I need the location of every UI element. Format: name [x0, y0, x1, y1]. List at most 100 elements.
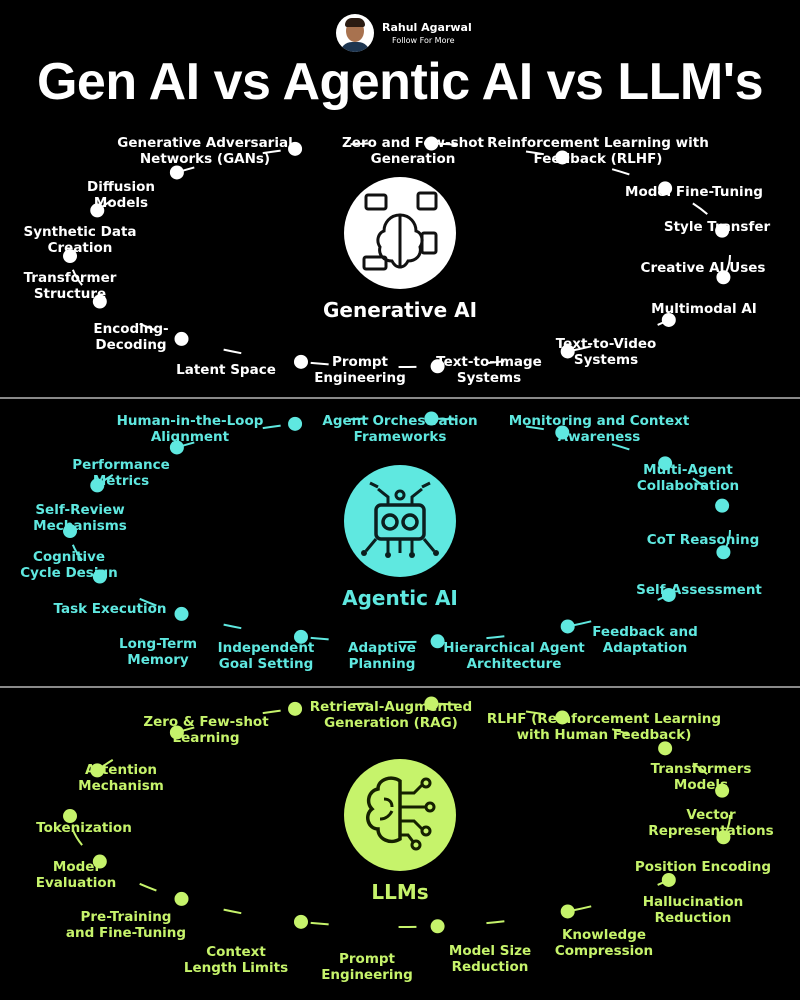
node-dot — [430, 359, 445, 374]
agentic-ai-connector — [69, 417, 731, 643]
llms-item: Transformers Models — [650, 761, 752, 793]
brain-media-icon — [344, 177, 456, 289]
robot-circuit-icon — [344, 465, 456, 577]
llms-item: RLHF (Reinforcement Learning with Human … — [486, 711, 722, 743]
node-dot — [174, 606, 189, 621]
node-dot — [63, 809, 78, 824]
author-name: Rahul Agarwal — [382, 20, 472, 34]
node-dot — [63, 249, 78, 264]
node-dot — [715, 223, 730, 238]
node-dot — [293, 629, 308, 644]
agentic-ai-item: CoT Reasoning — [646, 532, 760, 548]
node-dot — [174, 891, 189, 906]
generative-ai-item: Prompt Engineering — [314, 354, 406, 386]
node-dot — [63, 524, 78, 539]
node-dot — [90, 478, 105, 493]
llms-item: Retrieval-Augmented Generation (RAG) — [309, 699, 473, 731]
node-dot — [174, 331, 189, 346]
node-dot — [555, 425, 570, 440]
author-card: Rahul Agarwal Follow For More — [336, 14, 472, 52]
generative-ai-title: Generative AI — [322, 298, 478, 322]
agentic-ai-item: Self-Assessment — [636, 582, 762, 598]
node-dot — [658, 741, 673, 756]
llms-title: LLMs — [371, 880, 429, 904]
node-dot — [430, 634, 445, 649]
generative-ai-item: Style Transfer — [663, 219, 771, 235]
author-subtitle: Follow For More — [392, 35, 455, 45]
node-dot — [293, 354, 308, 369]
generative-ai-item: Zero and Few-shot Generation — [342, 135, 484, 167]
llms-item: Position Encoding — [634, 859, 772, 875]
node-dot — [424, 136, 439, 151]
generative-ai-item: Synthetic Data Creation — [23, 224, 137, 256]
node-dot — [424, 411, 439, 426]
section-divider — [0, 686, 800, 688]
agentic-ai-item: Monitoring and Context Awareness — [508, 413, 690, 445]
agentic-ai-item: Cognitive Cycle Design — [20, 549, 118, 581]
agentic-ai-title: Agentic AI — [342, 586, 458, 610]
generative-ai-item: Encoding- Decoding — [93, 321, 169, 353]
llms-item: Tokenization — [36, 820, 132, 836]
agentic-ai-item: Performance Metrics — [72, 457, 170, 489]
node-dot — [92, 854, 107, 869]
llms-item: Model Evaluation — [35, 859, 117, 891]
generative-ai-item: Text-to-Image Systems — [436, 354, 542, 386]
node-dot — [715, 498, 730, 513]
generative-ai-item: Text-to-Video Systems — [555, 336, 657, 368]
node-dot — [169, 165, 184, 180]
node-dot — [560, 344, 575, 359]
agentic-ai-item: Agent Orchestration Frameworks — [322, 413, 478, 445]
llms-item: Vector Representations — [648, 807, 774, 839]
node-dot — [169, 725, 184, 740]
node-dot — [555, 710, 570, 725]
llms-connector — [69, 702, 731, 928]
avatar — [336, 14, 374, 52]
node-dot — [661, 312, 676, 327]
agentic-ai-item: Hierarchical Agent Architecture — [443, 640, 585, 672]
node-dot — [716, 545, 731, 560]
node-dot — [716, 270, 731, 285]
generative-ai-item: Transformer Structure — [23, 270, 117, 302]
agentic-ai-item: Adaptive Planning — [348, 640, 416, 672]
generative-ai-item: Multimodal AI — [651, 301, 757, 317]
llms-item: Zero & Few-shot Learning — [143, 714, 269, 746]
llms-item: Context Length Limits — [183, 944, 289, 976]
node-dot — [90, 203, 105, 218]
node-dot — [424, 696, 439, 711]
brain-circuit-icon — [344, 759, 456, 871]
agentic-ai-item: Multi-Agent Collaboration — [636, 462, 740, 494]
generative-ai-item: Creative AI Uses — [640, 260, 766, 276]
generative-ai-item: Generative Adversarial Networks (GANs) — [117, 135, 293, 167]
node-dot — [92, 294, 107, 309]
generative-ai-connector — [69, 142, 731, 368]
node-dot — [555, 150, 570, 165]
agentic-ai-item: Long-Term Memory — [118, 636, 198, 668]
llms-item: Model Size Reduction — [448, 943, 532, 975]
node-dot — [288, 701, 303, 716]
node-dot — [658, 456, 673, 471]
llms-item: Hallucination Reduction — [642, 894, 744, 926]
node-dot — [92, 569, 107, 584]
llms-item: Attention Mechanism — [78, 762, 164, 794]
llms-item: Knowledge Compression — [554, 927, 654, 959]
node-dot — [661, 587, 676, 602]
generative-ai-item: Latent Space — [176, 362, 276, 378]
node-dot — [560, 619, 575, 634]
page-title: Gen AI vs Agentic AI vs LLM's — [36, 53, 764, 111]
generative-ai-item: Reinforcement Learning with Feedback (RL… — [487, 135, 709, 167]
llms-item: Pre-Training and Fine-Tuning — [65, 909, 187, 941]
node-dot — [560, 904, 575, 919]
node-dot — [661, 872, 676, 887]
generative-ai-item: Model Fine-Tuning — [625, 184, 763, 200]
node-dot — [90, 763, 105, 778]
node-dot — [716, 830, 731, 845]
agentic-ai-item: Human-in-the-Loop Alignment — [116, 413, 264, 445]
node-dot — [430, 919, 445, 934]
node-dot — [658, 181, 673, 196]
agentic-ai-item: Self-Review Mechanisms — [33, 502, 127, 534]
node-dot — [288, 416, 303, 431]
agentic-ai-item: Task Execution — [53, 601, 167, 617]
node-dot — [169, 440, 184, 455]
section-divider — [0, 397, 800, 399]
